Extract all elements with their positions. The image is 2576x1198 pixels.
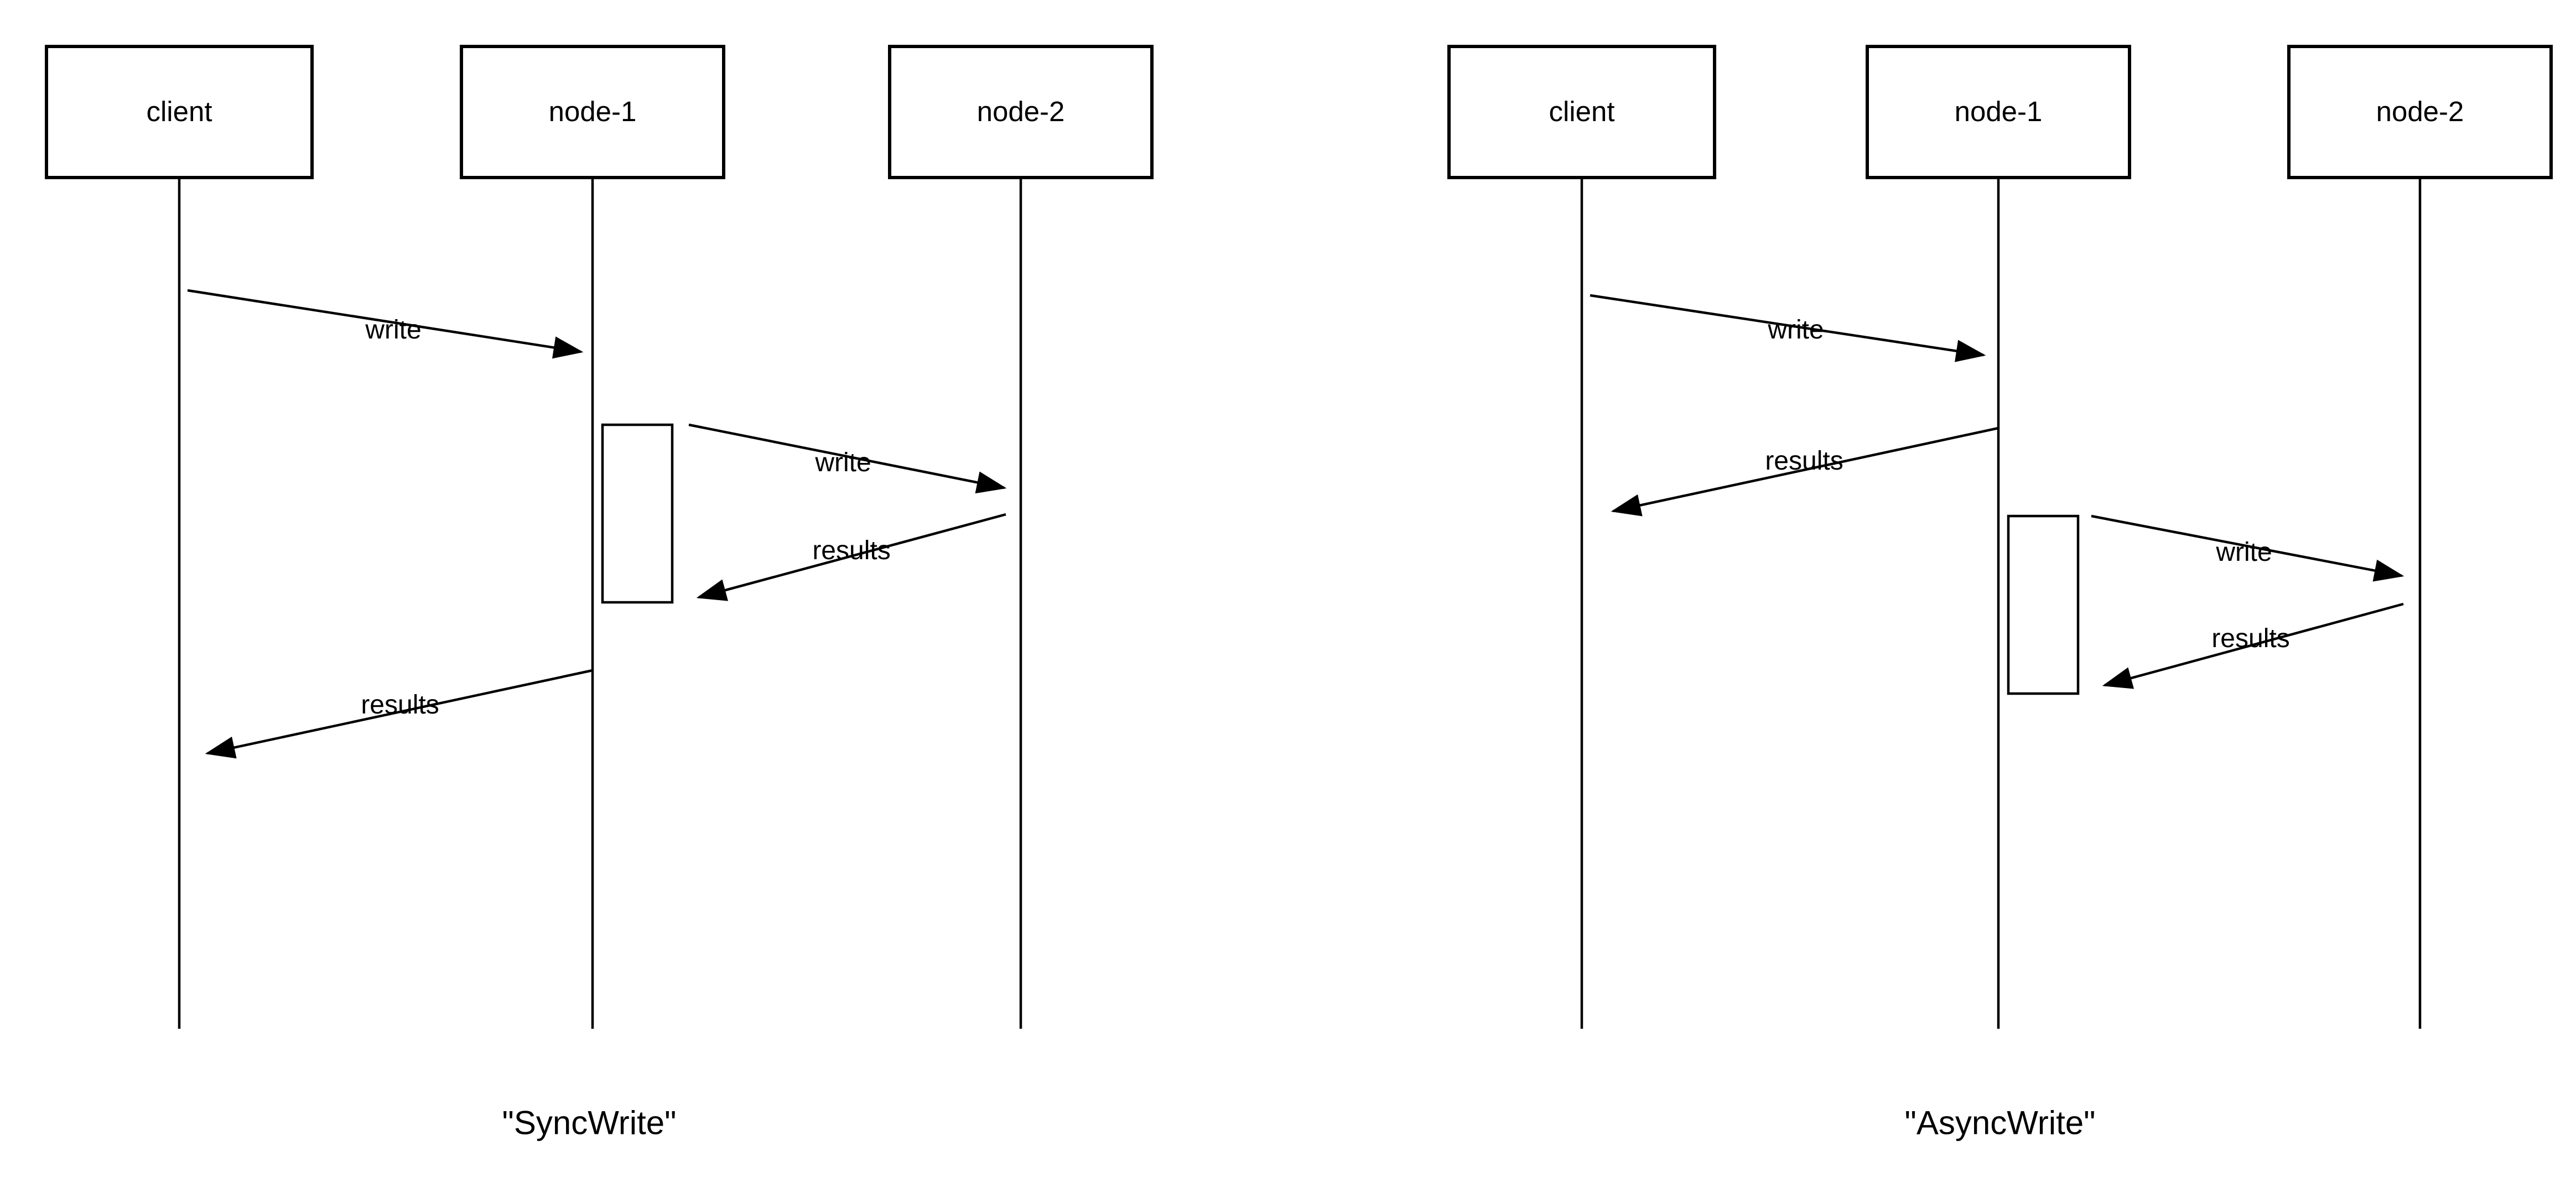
message-label-write-1-async: write xyxy=(1768,317,1824,345)
message-arrow-write-node1-node2-sync xyxy=(688,423,1007,494)
actor-node-2-sync: node-2 xyxy=(888,45,1154,179)
actor-label: client xyxy=(1549,95,1615,127)
message-label-results-1-async: results xyxy=(1765,448,1843,476)
message-label-write-1-sync: write xyxy=(365,317,422,345)
actor-label: node-2 xyxy=(977,95,1065,127)
actor-client-async: client xyxy=(1447,45,1716,179)
message-arrow-write-client-node1-sync xyxy=(187,289,584,359)
message-label-results-1-sync: results xyxy=(812,538,891,566)
caption-syncwrite: "SyncWrite" xyxy=(502,1106,677,1143)
actor-node-2-async: node-2 xyxy=(2287,45,2553,179)
message-arrow-results-node1-client-async xyxy=(1611,426,1999,517)
caption-asyncwrite: "AsyncWrite" xyxy=(1904,1106,2096,1143)
message-label-write-2-sync: write xyxy=(815,450,871,478)
actor-node-1-sync: node-1 xyxy=(460,45,725,179)
message-arrow-results-node2-node1-async xyxy=(2102,602,2404,689)
message-arrow-write-client-node1-async xyxy=(1590,294,1986,362)
message-label-results-2-async: results xyxy=(2211,626,2290,654)
actor-label: node-2 xyxy=(2376,95,2464,127)
actor-label: node-1 xyxy=(1954,95,2043,127)
actor-label: client xyxy=(146,95,212,127)
actor-node-1-async: node-1 xyxy=(1866,45,2131,179)
activation-box-node-1-sync xyxy=(601,423,674,604)
actor-client-sync: client xyxy=(45,45,314,179)
message-label-write-2-async: write xyxy=(2216,539,2272,567)
message-label-results-2-sync: results xyxy=(361,692,439,720)
actor-label: node-1 xyxy=(548,95,637,127)
message-arrow-results-node1-client-sync xyxy=(205,669,593,759)
activation-box-node-1-async xyxy=(2007,514,2080,695)
message-arrow-results-node2-node1-sync xyxy=(696,513,1006,601)
message-arrow-write-node1-node2-async xyxy=(2091,514,2404,582)
